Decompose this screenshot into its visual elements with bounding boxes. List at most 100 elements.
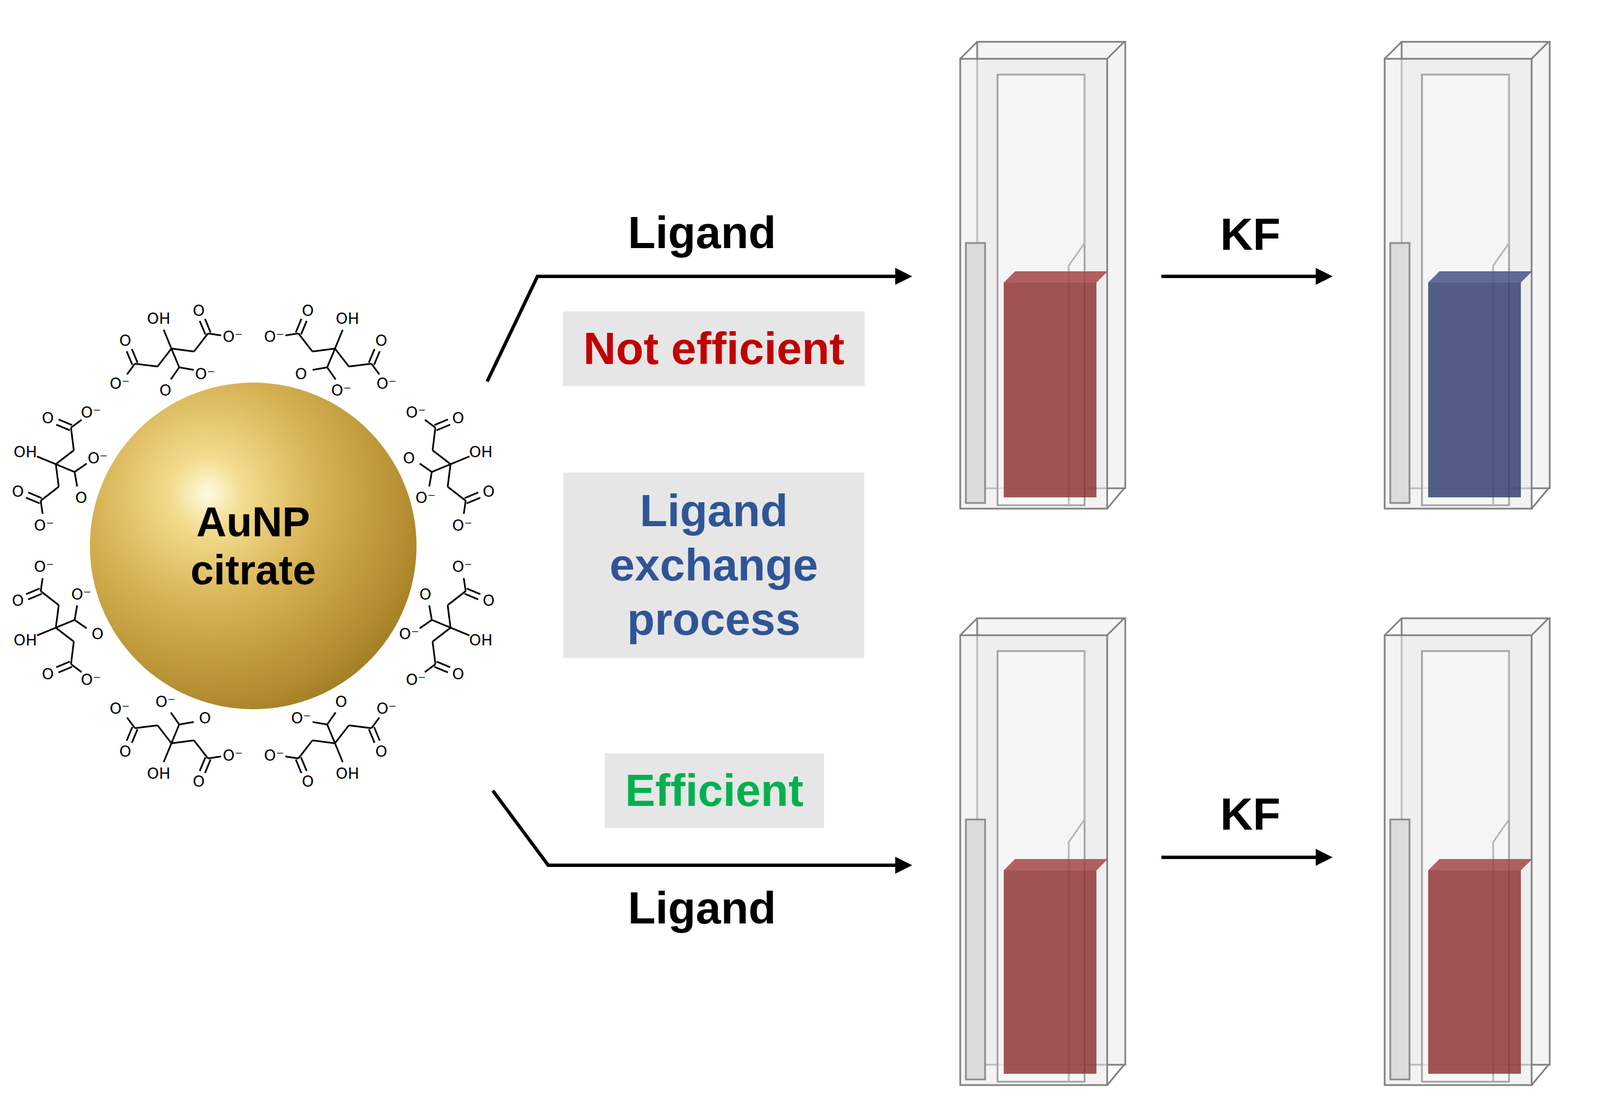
atom-label: O: [198, 710, 211, 726]
double-bond: [369, 349, 375, 363]
atom-label: O⁻: [376, 700, 397, 717]
bond: [127, 717, 136, 729]
atom-label: O⁻: [87, 450, 108, 466]
status-box: Efficient: [604, 753, 825, 828]
double-bond: [434, 666, 449, 673]
atom-label: O⁻: [80, 671, 102, 688]
double-bond: [205, 759, 211, 774]
bond: [327, 367, 336, 380]
bond: [285, 756, 299, 759]
gold-nanoparticle: AuNP citrate: [89, 382, 417, 710]
bond: [55, 464, 75, 472]
bond: [431, 619, 451, 628]
bond: [335, 348, 350, 367]
cuvette-red-bottom-right: [1384, 618, 1550, 1086]
double-bond: [56, 424, 71, 431]
bond: [447, 486, 466, 501]
bond: [312, 348, 336, 352]
atom-label: OH: [335, 765, 360, 782]
reagent-label: Ligand: [627, 206, 776, 259]
atom-label: O⁻: [155, 694, 176, 710]
bond: [327, 724, 336, 744]
bond: [157, 348, 172, 367]
atom-label: O⁻: [405, 671, 427, 688]
bond: [432, 627, 451, 643]
atom-label: O: [295, 366, 307, 382]
double-bond: [25, 497, 40, 504]
atom-label: O: [41, 666, 54, 682]
bond: [179, 722, 194, 726]
double-bond: [28, 492, 42, 498]
atom-label: O: [41, 410, 54, 426]
bond: [135, 363, 158, 367]
double-bond: [436, 424, 450, 431]
atom-label: O: [301, 773, 314, 789]
atom-label: O: [11, 592, 24, 609]
atom-label: O: [482, 483, 495, 500]
bond: [163, 330, 172, 349]
box-text: Not efficient: [583, 321, 845, 376]
double-bond: [56, 661, 71, 668]
bond: [419, 619, 432, 629]
cuvette-red-top: [960, 41, 1126, 509]
bond: [179, 367, 194, 371]
bond: [163, 743, 172, 762]
double-bond: [25, 588, 40, 594]
bond: [327, 712, 336, 725]
bond: [157, 725, 172, 744]
atom-label: O⁻: [109, 700, 130, 717]
atom-label: OH: [335, 310, 360, 327]
double-bond: [199, 321, 206, 335]
double-bond: [199, 757, 206, 771]
atom-label: O⁻: [71, 586, 92, 602]
bond: [298, 740, 313, 759]
process-box: Ligand exchange process: [563, 472, 865, 658]
double-bond: [58, 419, 73, 426]
atom-label: O: [375, 332, 388, 349]
bond: [171, 740, 194, 744]
particle-label: AuNP citrate: [162, 497, 344, 594]
reagent-label: KF: [1220, 788, 1281, 841]
cuvette-blue: [1384, 41, 1550, 509]
atom-label: O: [482, 592, 495, 609]
bond: [464, 578, 466, 592]
atom-label: O⁻: [331, 382, 352, 398]
double-bond: [434, 419, 449, 426]
bond: [170, 367, 180, 380]
bond: [193, 740, 208, 759]
atom-label: O⁻: [109, 375, 130, 392]
bond: [74, 605, 78, 620]
bond: [429, 471, 433, 487]
bond: [312, 367, 328, 371]
bond: [37, 627, 56, 636]
double-bond: [374, 351, 380, 366]
atom-label: O⁻: [399, 626, 420, 642]
atom-label: OH: [469, 632, 493, 648]
atom-label: O⁻: [291, 710, 312, 726]
double-bond: [436, 661, 450, 668]
bond: [71, 664, 82, 672]
atom-label: O: [301, 302, 314, 319]
double-bond: [464, 492, 479, 498]
atom-label: OH: [146, 310, 171, 327]
box-text: Ligand exchange process: [583, 483, 844, 647]
bond: [371, 363, 380, 375]
atom-label: O: [11, 483, 24, 500]
atom-label: O⁻: [80, 404, 102, 420]
atom-label: O⁻: [222, 747, 244, 763]
double-bond: [464, 593, 479, 600]
bond: [431, 464, 451, 472]
citrate-bonds: [25, 318, 481, 774]
atom-label: O⁻: [33, 558, 55, 575]
bond: [40, 486, 59, 501]
reaction-arrow: [1161, 274, 1330, 279]
bond: [450, 627, 470, 636]
double-bond: [301, 757, 307, 771]
bond: [432, 427, 436, 451]
bond: [348, 725, 372, 728]
atom-label: O: [159, 382, 172, 398]
double-bond: [466, 588, 481, 594]
bond: [327, 348, 336, 368]
atom-label: O: [335, 694, 348, 710]
double-bond: [374, 727, 380, 741]
